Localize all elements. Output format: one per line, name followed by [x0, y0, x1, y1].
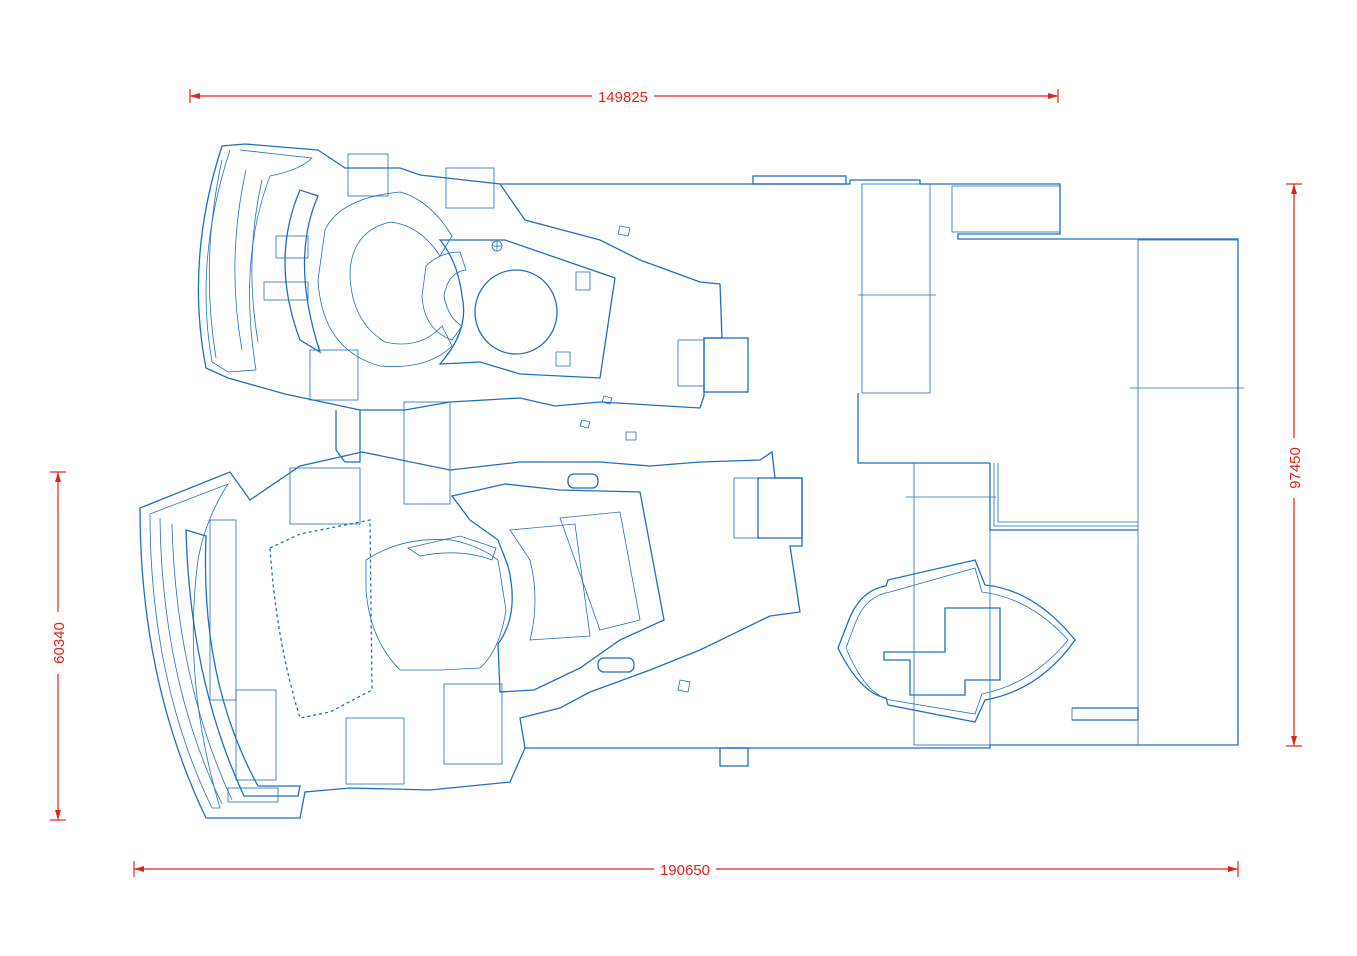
dimension-bottom-label: 190650: [660, 862, 710, 879]
podium-outline: [500, 175, 1239, 767]
dimension-left-label: 60340: [51, 622, 68, 664]
lower-theatre: [139, 450, 803, 819]
upper-theatre: [197, 143, 749, 411]
link-corridor: [335, 395, 637, 505]
dimension-bottom: [133, 861, 1239, 877]
dimension-top: [189, 89, 1059, 103]
restaurant-shell: [837, 559, 1076, 723]
podium-stairs: [858, 183, 1244, 746]
dimension-left: [50, 471, 66, 821]
dimension-right-label: 97450: [1287, 447, 1304, 489]
dimension-top-label: 149825: [598, 89, 648, 106]
dimension-right: [1286, 183, 1302, 747]
